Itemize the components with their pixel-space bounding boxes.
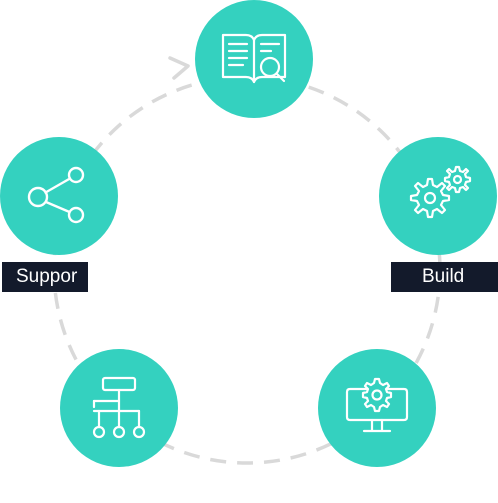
node-support[interactable]	[0, 137, 118, 255]
cycle-arrow-icon	[168, 56, 190, 80]
hierarchy-icon	[92, 376, 146, 439]
label-build: Build	[391, 262, 498, 292]
monitor-gear-icon	[345, 377, 409, 433]
node-deploy[interactable]	[318, 349, 436, 467]
book-search-icon	[221, 33, 287, 84]
gears-icon	[409, 165, 472, 219]
share-icon	[27, 166, 85, 224]
label-support: Suppor	[2, 262, 88, 292]
node-build[interactable]	[379, 137, 497, 255]
node-structure[interactable]	[60, 349, 178, 467]
node-research[interactable]	[195, 0, 313, 118]
